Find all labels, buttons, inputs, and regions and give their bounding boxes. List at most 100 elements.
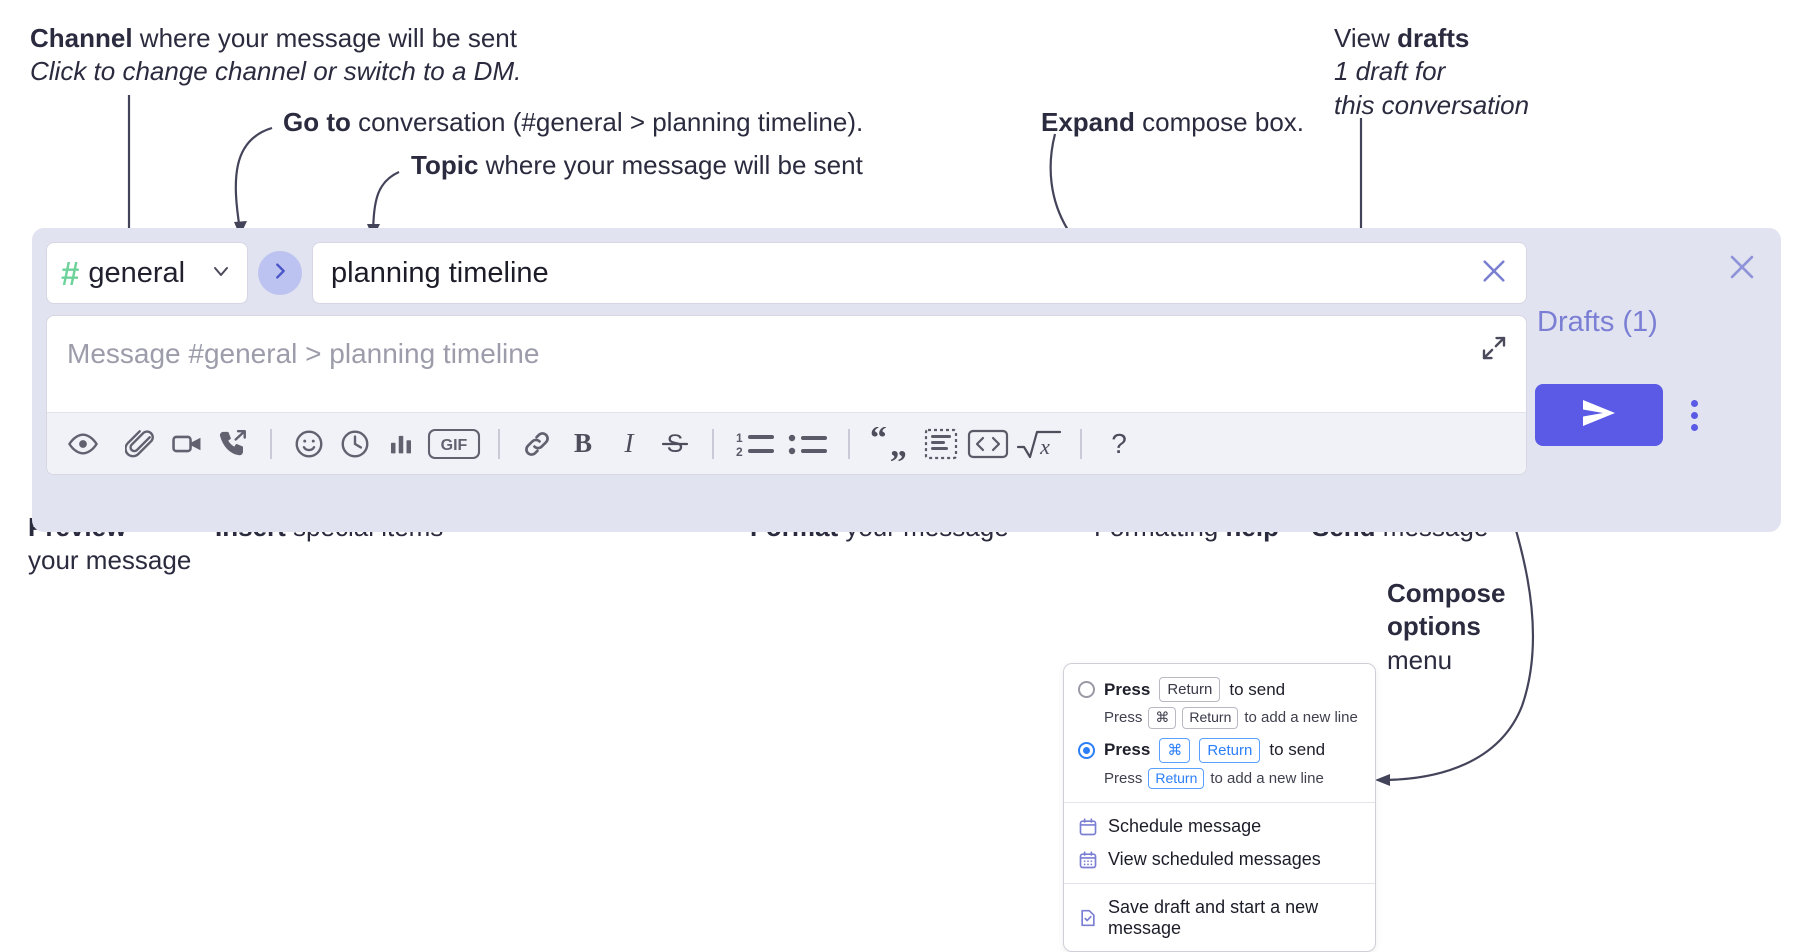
expand-icon[interactable] xyxy=(1476,330,1512,366)
message-input[interactable]: Message #general > planning timeline xyxy=(47,316,1526,412)
math-button[interactable]: x xyxy=(1013,422,1065,466)
attach-button[interactable] xyxy=(119,422,163,466)
annotation-compose-rest: menu xyxy=(1387,644,1453,675)
toolbar-divider xyxy=(498,428,500,459)
kebab-dot xyxy=(1690,399,1698,407)
send-option-cmd-return[interactable]: Press ⌘ Return to send xyxy=(1064,735,1375,766)
compose-options-button[interactable] xyxy=(1677,393,1711,437)
key-return: Return xyxy=(1159,677,1221,702)
menu-item-label: View scheduled messages xyxy=(1108,849,1321,870)
key-return: Return xyxy=(1199,737,1261,763)
option2-press-label: Press xyxy=(1104,740,1151,760)
toolbar-divider xyxy=(848,428,850,459)
option1-press-label: Press xyxy=(1104,679,1151,699)
menu-item-save-draft[interactable]: Save draft and start a new message xyxy=(1064,891,1375,945)
toolbar-divider xyxy=(712,428,714,459)
kebab-dot xyxy=(1690,423,1698,431)
message-placeholder: Message #general > planning timeline xyxy=(67,338,540,369)
drafts-link[interactable]: Drafts (1) xyxy=(1537,306,1658,338)
goto-conversation-button[interactable] xyxy=(258,251,302,295)
preview-button[interactable] xyxy=(61,422,105,466)
topic-input[interactable]: planning timeline xyxy=(312,242,1527,304)
annotation-channel-bold: Channel xyxy=(30,23,133,53)
bulleted-list-button[interactable] xyxy=(783,422,833,466)
bold-button[interactable]: B xyxy=(561,422,605,466)
annotation-drafts-italic1: 1 draft for xyxy=(1334,56,1446,87)
code-snippet-button[interactable] xyxy=(965,422,1011,466)
key-command: ⌘ xyxy=(1148,707,1177,729)
menu-divider xyxy=(1064,802,1375,804)
hash-icon: # xyxy=(61,254,80,292)
annotation-compose-bold2: options xyxy=(1387,611,1481,642)
radio-cmd-return[interactable] xyxy=(1078,741,1095,759)
annotation-channel: Channel where your message will be sent … xyxy=(30,22,521,89)
compose-widget: # general planning timeline Messa xyxy=(32,228,1781,532)
menu-item-label: Save draft and start a new message xyxy=(1108,897,1319,939)
option1-sub-press: Press xyxy=(1104,709,1143,727)
calendar-icon xyxy=(1078,817,1098,837)
bold-label: B xyxy=(574,428,592,458)
annotation-compose-options: Compose options menu xyxy=(1387,577,1505,677)
svg-text:„: „ xyxy=(890,427,907,461)
chevron-down-icon xyxy=(209,259,233,288)
annotation-goto-rest: conversation (#general > planning timeli… xyxy=(350,107,864,137)
option1-tail: to send xyxy=(1229,679,1286,699)
annotation-drafts-italic2: this conversation xyxy=(1334,89,1530,120)
link-button[interactable] xyxy=(515,422,559,466)
radio-return[interactable] xyxy=(1078,681,1095,698)
svg-text:2: 2 xyxy=(736,445,743,459)
send-option-return[interactable]: Press Return to send xyxy=(1064,674,1375,705)
reminder-button[interactable] xyxy=(333,422,377,466)
annotation-goto: Go to conversation (#general > planning … xyxy=(283,106,863,139)
close-icon[interactable] xyxy=(1478,255,1510,292)
annotation-topic: Topic where your message will be sent xyxy=(411,149,863,182)
topic-value: planning timeline xyxy=(331,256,549,289)
send-button[interactable] xyxy=(1535,384,1663,446)
option2-subtext: Press Return to add a new line xyxy=(1064,766,1375,796)
menu-item-label: Schedule message xyxy=(1108,816,1262,837)
poll-button[interactable] xyxy=(379,422,423,466)
annotation-goto-bold: Go to xyxy=(283,107,351,137)
annotation-expand: Expand compose box. xyxy=(1041,106,1304,139)
annotation-channel-rest: where your message will be sent xyxy=(132,23,517,53)
compose-actions-column: Drafts (1) xyxy=(1527,228,1781,532)
compose-main-column: # general planning timeline Messa xyxy=(46,242,1527,518)
ordered-list-button[interactable]: 1 2 xyxy=(729,422,781,466)
svg-text:1: 1 xyxy=(736,431,743,445)
calendar-grid-icon xyxy=(1078,850,1098,870)
video-button[interactable] xyxy=(165,422,209,466)
compose-header-row: # general planning timeline xyxy=(46,242,1527,304)
compose-options-menu: Press Return to send Press ⌘ Return to a… xyxy=(1063,663,1376,952)
annotation-topic-rest: where your message will be sent xyxy=(478,150,863,180)
channel-selector[interactable]: # general xyxy=(46,242,248,304)
close-compose-button[interactable] xyxy=(1725,250,1759,284)
svg-text:x: x xyxy=(1039,434,1050,459)
key-return: Return xyxy=(1148,767,1205,790)
annotation-compose-bold1: Compose xyxy=(1387,578,1506,608)
blockquote-button[interactable]: “ „ xyxy=(865,422,917,466)
annotation-drafts: View drafts 1 draft for this conversatio… xyxy=(1334,22,1529,122)
option1-subtext: Press ⌘ Return to add a new line xyxy=(1064,705,1375,735)
option1-sub-tail: to add a new line xyxy=(1244,709,1358,727)
annotation-drafts-prefix: View xyxy=(1334,23,1398,53)
formatting-help-button[interactable]: ? xyxy=(1097,422,1141,466)
menu-divider xyxy=(1064,883,1375,885)
message-compose-box: Message #general > planning timeline xyxy=(46,315,1527,475)
formatting-toolbar: GIF B I xyxy=(47,412,1526,474)
svg-text:“: “ xyxy=(870,427,887,457)
gif-label: GIF xyxy=(441,437,468,454)
send-icon xyxy=(1577,396,1621,435)
gif-button[interactable]: GIF xyxy=(425,422,483,466)
italic-button[interactable]: I xyxy=(607,422,651,466)
italic-label: I xyxy=(624,428,636,458)
emoji-button[interactable] xyxy=(287,422,331,466)
option2-sub-tail: to add a new line xyxy=(1210,769,1324,787)
menu-item-view-scheduled[interactable]: View scheduled messages xyxy=(1064,843,1375,876)
menu-item-schedule-message[interactable]: Schedule message xyxy=(1064,810,1375,843)
key-command: ⌘ xyxy=(1159,737,1191,763)
strikethrough-button[interactable]: S xyxy=(653,422,697,466)
annotation-expand-bold: Expand xyxy=(1041,107,1135,137)
annotation-expand-rest: compose box. xyxy=(1134,107,1305,137)
code-block-button[interactable] xyxy=(919,422,963,466)
huddle-button[interactable] xyxy=(211,422,255,466)
